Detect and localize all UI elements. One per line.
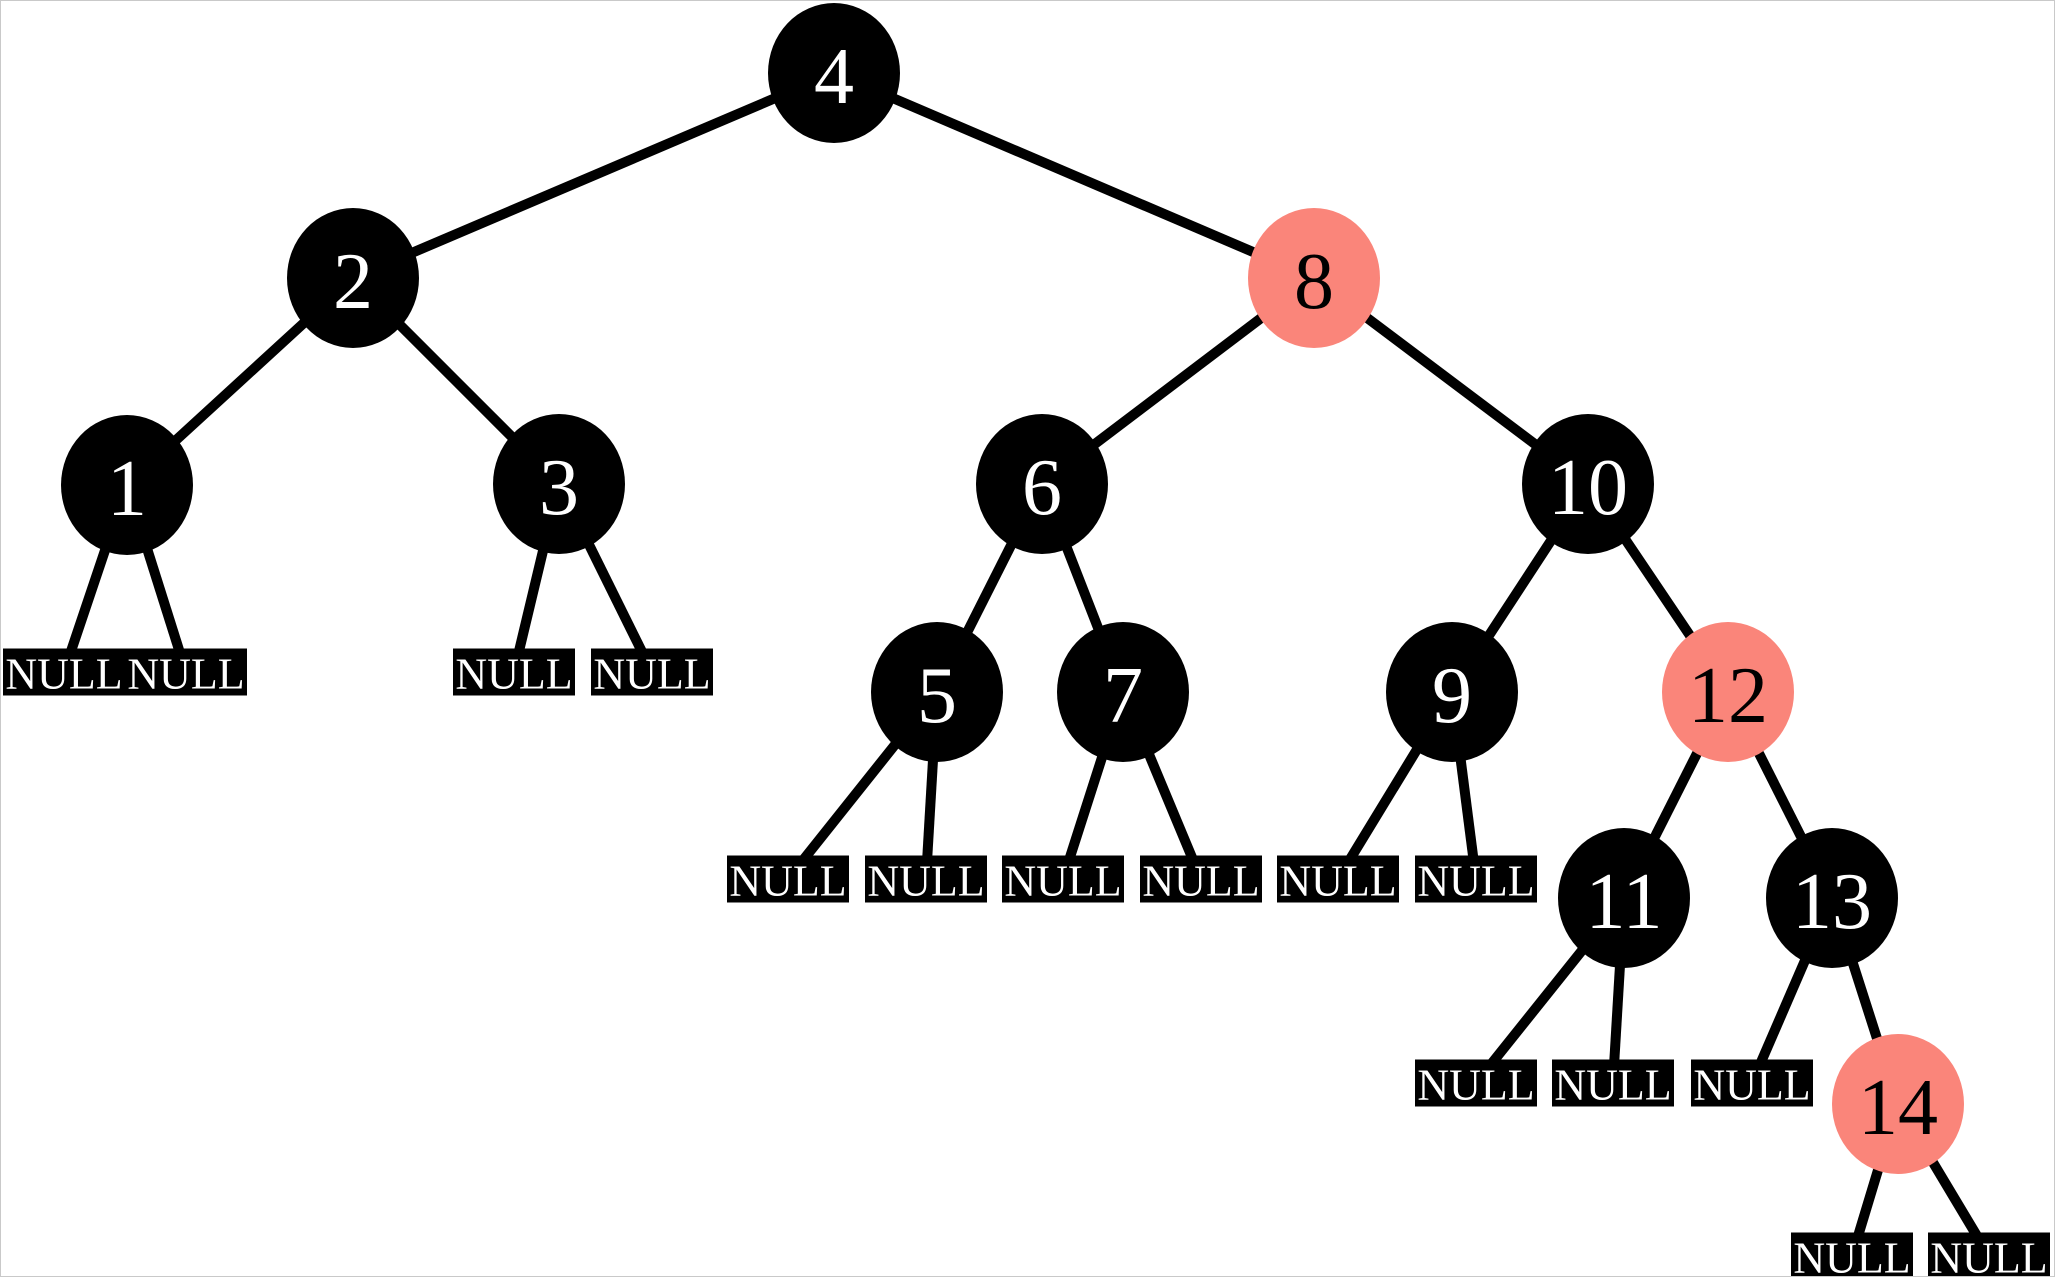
tree-node-label-8: 8 (1294, 238, 1334, 326)
tree-node-label-14: 14 (1858, 1064, 1938, 1152)
tree-node-label-1: 1 (107, 445, 147, 533)
tree-node-5-black (871, 622, 1003, 762)
null-leaf-box-x8 (1140, 855, 1262, 903)
null-leaf-label-x15: NULL (1930, 1234, 2047, 1277)
null-leaf-box-x1 (3, 648, 125, 696)
tree-node-3-black (493, 414, 625, 554)
tree-node-10-black (1522, 414, 1654, 554)
null-leaf-box-x13 (1691, 1059, 1813, 1107)
tree-node-label-3: 3 (539, 444, 579, 532)
tree-node-label-4: 4 (814, 33, 854, 121)
tree-node-label-5: 5 (917, 652, 957, 740)
null-leaf-label-x2: NULL (127, 650, 244, 699)
null-leaf-box-x10 (1415, 855, 1537, 903)
null-leaf-box-x6 (865, 855, 987, 903)
tree-node-label-12: 12 (1688, 652, 1768, 740)
null-leaf-box-x11 (1415, 1059, 1537, 1107)
tree-node-2-black (287, 208, 419, 348)
tree-node-13-black (1766, 828, 1898, 968)
null-leaf-label-x11: NULL (1417, 1061, 1534, 1110)
null-leaf-box-x5 (727, 855, 849, 903)
null-leaf-label-x9: NULL (1279, 857, 1396, 906)
tree-node-11-black (1558, 828, 1690, 968)
null-leaf-box-x14 (1791, 1232, 1913, 1276)
tree-node-label-13: 13 (1792, 858, 1872, 946)
tree-node-label-11: 11 (1585, 858, 1662, 946)
tree-node-9-black (1386, 622, 1518, 762)
null-leaf-box-x2 (125, 648, 247, 696)
null-leaf-box-x3 (453, 648, 575, 696)
tree-edge-4-8 (832, 68, 1316, 283)
null-leaf-label-x6: NULL (867, 857, 984, 906)
null-leaf-box-x9 (1277, 855, 1399, 903)
tree-node-label-6: 6 (1022, 444, 1062, 532)
null-leaf-label-x8: NULL (1142, 857, 1259, 906)
null-leaf-label-x1: NULL (5, 650, 122, 699)
tree-node-6-black (976, 414, 1108, 554)
tree-node-label-7: 7 (1103, 652, 1143, 740)
null-leaf-label-x5: NULL (729, 857, 846, 906)
tree-node-label-2: 2 (333, 238, 373, 326)
tree-node-1-black (61, 415, 193, 555)
tree-node-label-9: 9 (1432, 652, 1472, 740)
null-leaf-label-x13: NULL (1693, 1061, 1810, 1110)
tree-node-4-black (768, 3, 900, 143)
tree-edge-4-2 (351, 68, 836, 283)
null-leaf-box-x4 (591, 648, 713, 696)
null-leaf-label-x7: NULL (1004, 857, 1121, 906)
null-leaf-box-x7 (1002, 855, 1124, 903)
null-leaf-box-x12 (1552, 1059, 1674, 1107)
null-leaf-label-x10: NULL (1417, 857, 1534, 906)
null-leaf-box-x15 (1928, 1232, 2050, 1276)
null-leaf-label-x14: NULL (1793, 1234, 1910, 1277)
null-leaf-label-x3: NULL (455, 650, 572, 699)
tree-node-7-black (1057, 622, 1189, 762)
tree-node-14-red (1832, 1034, 1964, 1174)
null-leaf-label-x4: NULL (593, 650, 710, 699)
tree-node-12-red (1662, 622, 1794, 762)
tree-node-8-red (1248, 208, 1380, 348)
tree-node-label-10: 10 (1548, 444, 1628, 532)
null-leaf-label-x12: NULL (1554, 1061, 1671, 1110)
